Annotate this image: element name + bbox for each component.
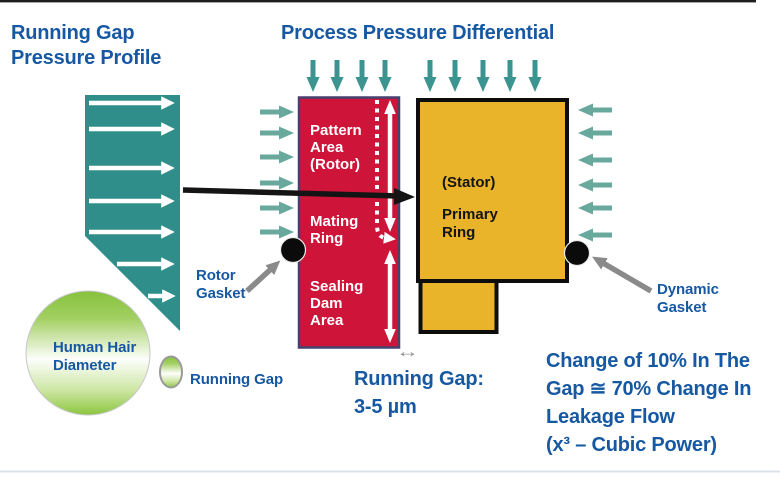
rotor-gasket-label: Rotor Gasket xyxy=(196,267,246,302)
running-gap-pressure-profile-title: Running Gap Pressure Profile xyxy=(11,22,162,69)
primary-ring-label: Primary Ring xyxy=(442,206,498,241)
running-gap-pointer-arrow xyxy=(182,187,415,205)
dynamic-gasket-shape xyxy=(563,239,591,267)
sealing-dam-area-label: Sealing Dam Area xyxy=(310,278,364,329)
primary-ring-shape xyxy=(416,98,569,334)
pressure-profile-shape xyxy=(85,95,180,331)
pressure-profile-arrows xyxy=(89,96,176,303)
rotor-gasket-shape xyxy=(279,236,307,264)
mating-ring-shape xyxy=(297,96,401,349)
sealing-dam-span-arrow xyxy=(384,250,396,343)
running-gap-label: Running Gap xyxy=(190,371,284,388)
human-hair-diameter-label: Human Hair Diameter xyxy=(53,339,137,374)
pattern-area-span-arrow xyxy=(384,100,396,232)
human-hair-circle xyxy=(25,290,151,416)
stator-side-pressure-arrows xyxy=(578,103,612,242)
bottom-rule xyxy=(0,470,780,473)
running-gap-value: Running Gap: 3-5 µm xyxy=(354,368,484,418)
leakage-change-note: Change of 10% In The Gap ≅ 70% Change In… xyxy=(546,350,752,456)
gap-width-icon: ↔ xyxy=(396,342,419,361)
gasket-pointer-arrows xyxy=(245,256,653,294)
process-pressure-differential-title: Process Pressure Differential xyxy=(281,22,555,44)
pattern-area-label: Pattern Area (Rotor) xyxy=(310,122,362,173)
mating-ring-label: Mating Ring xyxy=(310,213,359,247)
process-pressure-down-arrows xyxy=(306,60,542,92)
stator-label: (Stator) xyxy=(442,174,496,191)
top-rule xyxy=(0,0,756,3)
dynamic-gasket-label: Dynamic Gasket xyxy=(657,281,719,316)
rotor-side-pressure-arrows xyxy=(260,105,294,239)
running-gap-circle xyxy=(159,355,183,389)
